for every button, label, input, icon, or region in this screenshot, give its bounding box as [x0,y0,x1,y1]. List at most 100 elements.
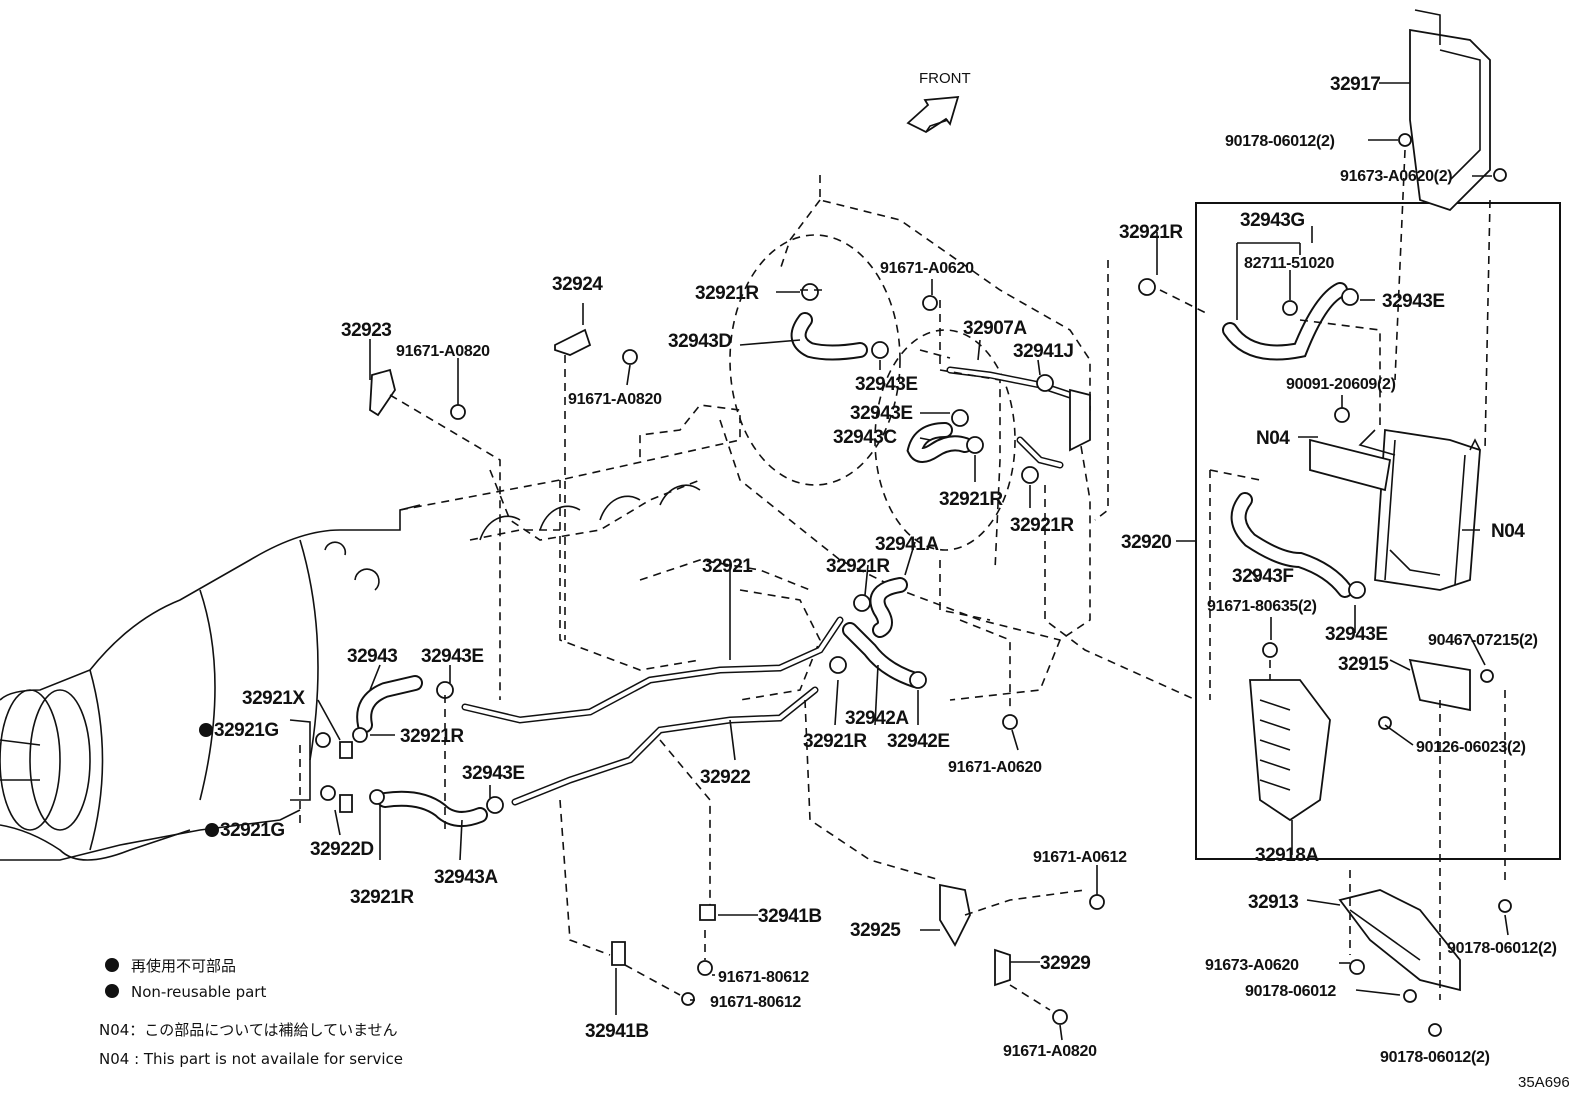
legend-dot-jp [105,958,119,972]
hose-32943 [356,675,423,733]
label-N04-bracket: N04 [1256,428,1290,449]
bracket-32923 [369,368,396,417]
label-90178-06012-2: 90178-06012(2) [1225,133,1335,150]
label-32941J: 32941J [1013,341,1073,362]
cooler-hose-lower [1230,492,1353,598]
label-32917: 32917 [1330,74,1380,95]
label-N04-cooler: N04 [1491,521,1525,542]
front-arrow [906,95,960,134]
label-32921R-top: 32921R [1119,222,1183,243]
label-32941B-lower: 32941B [585,1021,649,1042]
cooler-bracket [1309,438,1392,492]
label-32921X: 32921X [242,688,305,709]
engine-block [399,175,1091,701]
cooler-hose-upper [1222,282,1348,361]
bracket-32915 [1408,658,1471,712]
label-32943A: 32943A [434,867,498,888]
pipe-32922 [511,686,819,806]
note-jp: N04：この部品については補給していません [99,1021,398,1039]
label-90467-07215-2: 90467-07215(2) [1428,632,1538,649]
label-32943D: 32943D [668,331,732,352]
label-32943F: 32943F [1232,566,1293,587]
label-32942E: 32942E [887,731,950,752]
label-32924: 32924 [552,274,603,295]
connector-32921X [339,741,353,759]
hose-32942A [842,622,923,688]
label-32943E-left-b: 32943E [462,763,525,784]
label-91671-A0612: 91671-A0612 [1033,849,1127,866]
label-32942A: 32942A [845,708,909,729]
label-32943E-left-a: 32943E [421,646,484,667]
hose-32943D [790,312,868,361]
label-32921R-center-c: 32921R [826,556,890,577]
label-82711-51020: 82711-51020 [1244,255,1335,272]
clamps [315,278,1366,814]
label-32920: 32920 [1121,532,1171,553]
non-reusable-marker-b [205,823,219,837]
hose-32943A [377,790,488,827]
legend-en-label: Non-reusable part [131,983,266,1001]
label-32929: 32929 [1040,953,1090,974]
cooler-assembly-box [1195,202,1561,860]
label-91671-A0820-left: 91671-A0820 [396,343,490,360]
front-label: FRONT [919,70,971,87]
bracket-32941B-lower [611,941,626,966]
label-90178-06012-2-bottom: 90178-06012(2) [1380,1049,1490,1066]
bracket-32941B-upper [699,904,716,921]
solid-leaders [289,82,1509,1041]
pipe-32921 [461,616,844,724]
label-32943E-cooler-bottom: 32943E [1325,624,1388,645]
legend-dot-en [105,984,119,998]
bolts [450,133,1512,1037]
hose-32941A [869,577,908,638]
label-91671-A0620-top: 91671-A0620 [880,260,974,277]
label-32921: 32921 [702,556,753,577]
label-32921R-left-a: 32921R [400,726,464,747]
diagram-code: 35A696 [1518,1074,1570,1091]
label-91671-80612-a: 91671-80612 [718,969,809,986]
transmission [0,504,421,861]
connector-32922D [339,794,353,813]
label-90091-20609-2: 90091-20609(2) [1286,376,1396,393]
label-32925: 32925 [850,920,901,941]
label-91671-80612-b: 91671-80612 [710,994,801,1011]
dashed-leaders [299,149,1506,1011]
label-91671-A0820-center: 91671-A0820 [568,391,662,408]
bracket-32924 [554,328,592,356]
label-32907A: 32907A [963,318,1027,339]
label-32913: 32913 [1248,892,1298,913]
label-32921R-center-a: 32921R [939,489,1003,510]
label-32943C: 32943C [833,427,897,448]
label-32941A: 32941A [875,534,939,555]
label-32921G-a: 32921G [214,720,279,741]
legend-jp-label: 再使用不可部品 [131,957,236,975]
air-duct-32917 [1409,9,1491,212]
label-32921R-lower: 32921R [803,731,867,752]
label-91671-A0820-bottom: 91671-A0820 [1003,1043,1097,1060]
label-91673-A0620-2: 91673-A0620(2) [1340,168,1452,185]
label-32943E-center-a: 32943E [855,374,918,395]
label-32915: 32915 [1338,654,1389,675]
label-32943: 32943 [347,646,397,667]
label-32943G: 32943G [1240,210,1305,231]
label-32921R-upper: 32921R [695,283,759,304]
label-32923: 32923 [341,320,391,341]
label-32943E-center-b: 32943E [850,403,913,424]
label-32941B-upper: 32941B [758,906,822,927]
label-32922D: 32922D [310,839,374,860]
part-labels: 32917 90178-06012(2) 91673-A0620(2) 3294… [214,74,1557,1066]
label-91673-A0620: 91673-A0620 [1205,957,1299,974]
note-en: N04 : This part is not availale for serv… [99,1050,403,1068]
label-32922: 32922 [700,767,750,788]
label-32921G-b: 32921G [220,820,285,841]
label-91671-80635-2: 91671-80635(2) [1207,598,1317,615]
label-90178-06012-2-right: 90178-06012(2) [1447,940,1557,957]
label-91671-A0620-lower: 91671-A0620 [948,759,1042,776]
oil-cooler [1358,428,1481,591]
label-90126-06023-2: 90126-06023(2) [1416,739,1526,756]
label-90178-06012: 90178-06012 [1245,983,1336,1000]
shroud-32918A [1249,679,1331,822]
legend: 再使用不可部品 Non-reusable part [105,957,266,1001]
